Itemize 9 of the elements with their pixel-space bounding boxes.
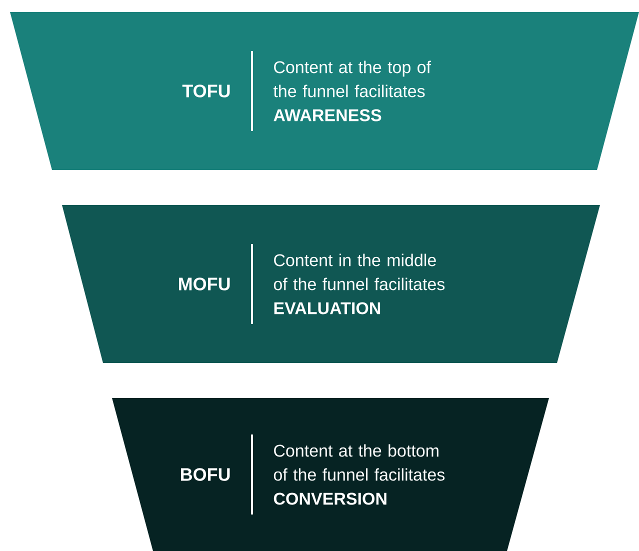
- funnel-band: [62, 205, 600, 363]
- stage-label: MOFU: [179, 278, 230, 290]
- stage-description: Content in the middle of the funnel facilitates EVALUATION: [274, 254, 445, 314]
- funnel-band: [10, 12, 639, 170]
- stage-label: BOFU: [181, 468, 230, 481]
- stage-description: Content at the top of the funnel facilitates AWARENESS: [273, 60, 432, 122]
- funnel-band: [112, 398, 549, 551]
- stage-label: TOFU: [182, 84, 230, 98]
- stage-description: Content at the bottom of the funnel facilitates CONVERSION: [274, 444, 445, 505]
